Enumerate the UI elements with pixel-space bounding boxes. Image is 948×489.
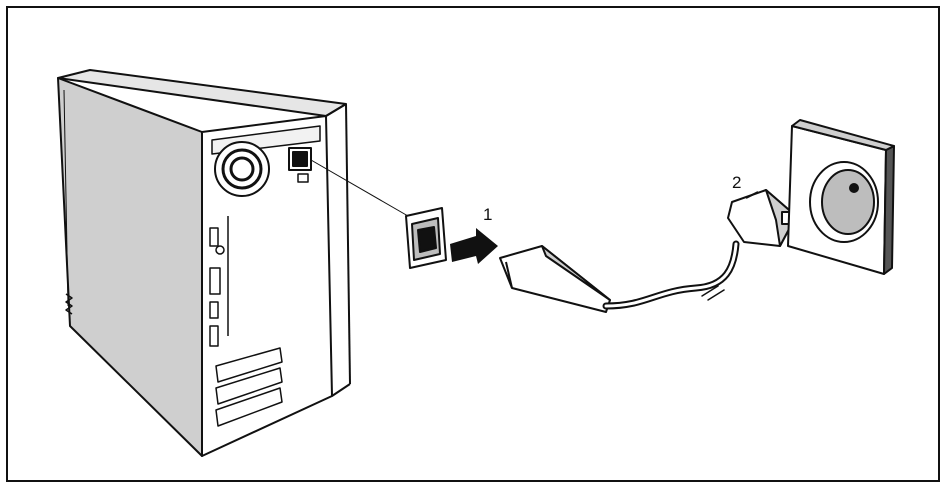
step-label-2: 2	[732, 173, 741, 192]
cable-connector	[499, 245, 611, 313]
arrow-1	[450, 228, 498, 264]
power-cable	[602, 240, 740, 310]
leader-line	[310, 159, 409, 217]
wall-plug	[727, 189, 797, 247]
enlarged-power-socket	[405, 207, 447, 269]
wall-outlet	[787, 119, 895, 275]
power-connection-diagram: 1 2	[6, 6, 940, 482]
pc-power-socket	[288, 147, 312, 183]
step-label-1: 1	[483, 205, 492, 224]
diagram-frame: 1 2	[6, 6, 940, 482]
pc-left-side	[57, 77, 203, 457]
pc-fan	[214, 141, 270, 197]
pc-io-ports	[209, 216, 229, 347]
diagram-border	[6, 6, 940, 482]
pc-tower	[57, 69, 351, 457]
pc-expansion-slots	[215, 347, 283, 427]
pc-side-edge	[63, 89, 69, 307]
